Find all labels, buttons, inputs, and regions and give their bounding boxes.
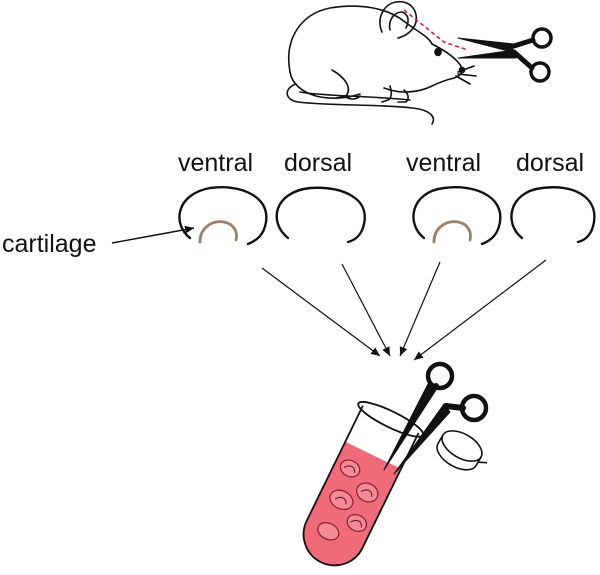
label-dorsal-right: dorsal (516, 149, 585, 177)
arrow-from-ventral-left (261, 267, 381, 357)
label-ventral-right: ventral (406, 149, 482, 177)
label-ventral-left: ventral (178, 149, 254, 177)
tissue-ventral-left (178, 186, 268, 246)
arrow-from-dorsal-left (341, 263, 391, 357)
bottom-scissors-icon (383, 361, 489, 475)
scissors-icon (457, 27, 553, 83)
arrow-from-dorsal-right (413, 259, 547, 361)
tissue-dorsal-left (275, 186, 367, 244)
cut-line (403, 9, 469, 51)
tissue-dorsal-right (510, 186, 596, 244)
tube-cap (436, 430, 488, 471)
label-cartilage: cartilage (2, 230, 97, 258)
test-tube (302, 401, 425, 567)
arrow-from-ventral-right (399, 261, 441, 357)
label-dorsal-left: dorsal (284, 149, 353, 177)
cartilage-arc-right (432, 220, 472, 244)
tissue-ventral-right (412, 186, 502, 246)
cartilage-arc-left (198, 220, 238, 244)
cartilage-pointer-arrow (111, 225, 195, 244)
mouse-illustration (286, 0, 477, 125)
